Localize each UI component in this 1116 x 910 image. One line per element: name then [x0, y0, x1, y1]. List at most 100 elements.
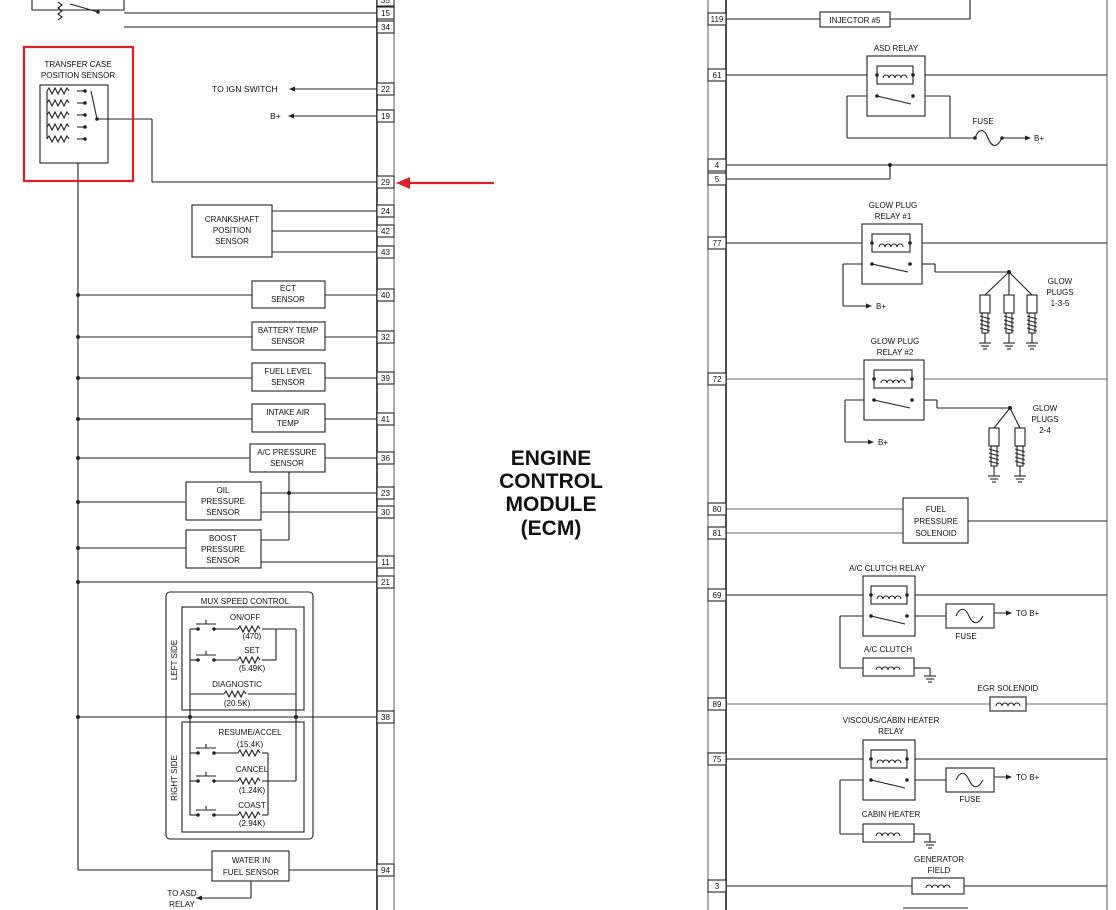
- svg-text:PRESSURE: PRESSURE: [914, 517, 958, 526]
- water-in-fuel-sensor: WATER IN FUEL SENSOR TO ASD RELAY: [78, 850, 377, 909]
- svg-text:SENSOR: SENSOR: [271, 337, 305, 346]
- viscous-cabin-heater-relay: VISCOUS/CABIN HEATER RELAY FUSE TO B+ CA…: [726, 716, 1107, 849]
- svg-text:FUSE: FUSE: [959, 795, 980, 804]
- left-pin-label: 11: [381, 558, 390, 567]
- svg-text:COAST: COAST: [238, 801, 266, 810]
- intake-air-temp-sensor: INTAKE AIR TEMP: [76, 403, 377, 433]
- left-pin-19: 19: [376, 109, 395, 123]
- glow-plug-relay-1: GLOW PLUG RELAY #1 B+ GL: [726, 201, 1107, 350]
- svg-text:TO B+: TO B+: [1016, 609, 1040, 618]
- glow-plug-relay-2: GLOW PLUG RELAY #2 B+ GLOW PLUGS 2-4: [726, 337, 1107, 483]
- svg-text:ENGINE: ENGINE: [511, 447, 592, 470]
- svg-text:RELAY: RELAY: [169, 900, 195, 909]
- left-pin-label: 19: [381, 112, 390, 121]
- left-pin-label: 94: [381, 866, 390, 875]
- svg-text:SET: SET: [244, 646, 260, 655]
- svg-text:GLOW PLUG: GLOW PLUG: [869, 201, 917, 210]
- left-pin-43: 43: [376, 245, 395, 259]
- svg-text:CANCEL: CANCEL: [236, 765, 269, 774]
- svg-text:PRESSURE: PRESSURE: [201, 497, 245, 506]
- right-pin-119: 119: [707, 12, 727, 26]
- svg-text:POSITION SENSOR: POSITION SENSOR: [41, 71, 115, 80]
- svg-text:FUSE: FUSE: [955, 632, 976, 641]
- svg-text:(1.24K): (1.24K): [239, 786, 266, 795]
- svg-text:VISCOUS/CABIN HEATER: VISCOUS/CABIN HEATER: [843, 716, 940, 725]
- svg-text:ON/OFF: ON/OFF: [230, 613, 260, 622]
- left-pin-15: 15: [376, 6, 395, 20]
- left-pin-label: 43: [381, 248, 390, 257]
- ac-pressure-sensor: A/C PRESSURE SENSOR: [76, 443, 377, 540]
- highlight-box: [22, 45, 135, 183]
- right-pin-label: 89: [713, 700, 722, 709]
- left-pin-40: 40: [376, 288, 395, 302]
- svg-text:MODULE: MODULE: [506, 493, 597, 516]
- svg-text:B+: B+: [878, 438, 888, 447]
- svg-text:(2.94K): (2.94K): [239, 819, 266, 828]
- left-pin-label: 34: [381, 23, 390, 32]
- svg-text:GLOW: GLOW: [1033, 404, 1058, 413]
- left-pin-label: 38: [381, 713, 390, 722]
- svg-text:SOLENOID: SOLENOID: [915, 529, 957, 538]
- svg-text:B+: B+: [1034, 134, 1044, 143]
- svg-text:A/C CLUTCH: A/C CLUTCH: [864, 645, 912, 654]
- svg-text:RELAY #1: RELAY #1: [875, 212, 912, 221]
- svg-text:CABIN HEATER: CABIN HEATER: [862, 810, 921, 819]
- left-pin-21: 21: [376, 575, 395, 589]
- left-pin-label: 35: [381, 0, 390, 5]
- left-pin-39: 39: [376, 371, 395, 385]
- svg-text:TRANSFER CASE: TRANSFER CASE: [44, 60, 111, 69]
- left-pin-label: 39: [381, 374, 390, 383]
- svg-text:FUEL LEVEL: FUEL LEVEL: [264, 367, 312, 376]
- left-pin-label: 22: [381, 85, 390, 94]
- right-pin-label: 80: [713, 505, 722, 514]
- asd-relay: ASD RELAY FUSE B+: [726, 44, 1107, 147]
- right-pin-label: 119: [711, 15, 724, 24]
- left-pin-22: 22: [376, 82, 395, 96]
- right-pin-label: 81: [713, 529, 722, 538]
- left-pin-94: 94: [376, 863, 395, 877]
- boost-pressure-sensor: BOOST PRESSURE SENSOR: [76, 529, 377, 569]
- left-pin-34: 34: [376, 20, 395, 34]
- generator-field: GENERATOR FIELD: [726, 855, 1107, 909]
- svg-text:(ECM): (ECM): [521, 517, 582, 540]
- svg-text:GLOW PLUG: GLOW PLUG: [871, 337, 919, 346]
- right-pin-72: 72: [707, 372, 727, 386]
- right-pin-81: 81: [707, 526, 727, 540]
- left-pin-label: 41: [381, 415, 390, 424]
- right-pin-label: 5: [715, 175, 720, 184]
- right-pin-label: 77: [713, 239, 722, 248]
- svg-text:PLUGS: PLUGS: [1046, 288, 1073, 297]
- svg-text:FUSE: FUSE: [972, 117, 993, 126]
- right-pin-5: 5: [707, 172, 727, 186]
- right-pin-label: 75: [713, 755, 722, 764]
- left-pin-24: 24: [376, 204, 395, 218]
- transfer-case-position-sensor: TRANSFER CASE POSITION SENSOR: [39, 60, 377, 870]
- right-pin-3: 3: [707, 879, 727, 893]
- right-pin-61: 61: [707, 68, 727, 82]
- svg-text:SENSOR: SENSOR: [271, 295, 305, 304]
- left-pin-label: 36: [381, 454, 390, 463]
- right-pin-label: 69: [713, 591, 722, 600]
- svg-text:RELAY: RELAY: [878, 727, 904, 736]
- top-cutoff-sensor: [31, 0, 377, 28]
- battery-temp-sensor: BATTERY TEMP SENSOR: [76, 321, 377, 351]
- svg-text:BATTERY TEMP: BATTERY TEMP: [258, 326, 318, 335]
- svg-text:TO IGN SWITCH: TO IGN SWITCH: [212, 84, 278, 94]
- svg-text:BOOST: BOOST: [209, 534, 237, 543]
- svg-text:CRANKSHAFT: CRANKSHAFT: [205, 215, 259, 224]
- right-pin-75: 75: [707, 752, 727, 766]
- left-pin-32: 32: [376, 330, 395, 344]
- to-ign-switch: TO IGN SWITCH: [212, 84, 377, 94]
- left-pin-36: 36: [376, 451, 395, 465]
- mux-speed-control: MUX SPEED CONTROL LEFT SIDE RIGHT SIDE O…: [76, 591, 377, 840]
- svg-text:SENSOR: SENSOR: [206, 508, 240, 517]
- svg-text:(20.5K): (20.5K): [224, 699, 251, 708]
- svg-text:GENERATOR: GENERATOR: [914, 855, 964, 864]
- ecm-title: ENGINE CONTROL MODULE (ECM): [499, 447, 603, 540]
- left-pin-11: 11: [376, 555, 395, 569]
- svg-text:RESUME/ACCEL: RESUME/ACCEL: [218, 728, 282, 737]
- svg-text:FIELD: FIELD: [928, 866, 951, 875]
- svg-text:1-3-5: 1-3-5: [1051, 299, 1070, 308]
